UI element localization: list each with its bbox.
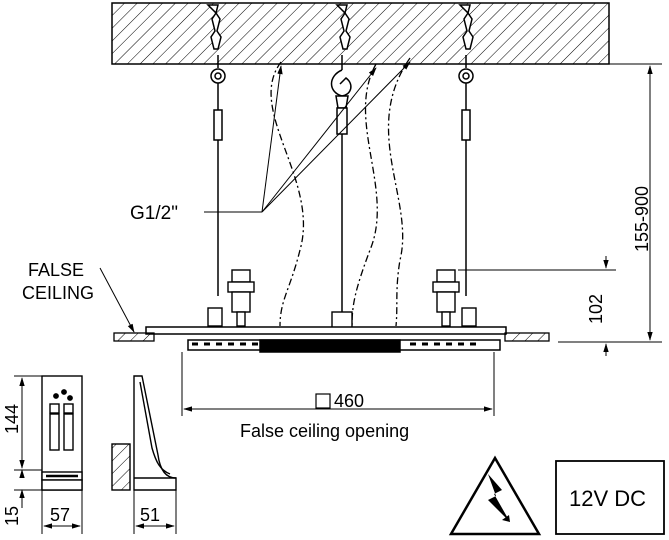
control-panel-side — [111, 375, 177, 491]
control-panel-front — [41, 375, 83, 491]
suspension-range-dimension — [558, 63, 662, 343]
control-width-label: 57 — [50, 505, 70, 525]
control-depth-label: 51 — [140, 505, 160, 525]
suspension-cable-middle — [330, 4, 352, 312]
false-ceiling-label-line2: CEILING — [22, 283, 94, 303]
connection-label: G1/2" — [130, 203, 178, 224]
high-voltage-warning-icon — [448, 455, 542, 536]
opening-size-label: 460 — [334, 391, 364, 411]
false-ceiling-leader — [99, 267, 135, 333]
ceiling-slab — [111, 2, 610, 65]
suspension-cable-left — [206, 4, 226, 296]
suspension-range-label: 155-900 — [632, 186, 652, 252]
voltage-label: 12V DC — [569, 486, 646, 511]
shower-head — [145, 326, 507, 353]
body-height-label: 102 — [586, 294, 606, 324]
control-height-label: 144 — [2, 404, 22, 434]
square-symbol-icon — [315, 393, 331, 409]
false-ceiling-label-line1: FALSE — [28, 260, 84, 280]
body-height-dimension — [458, 256, 616, 356]
flexible-hoses — [270, 57, 411, 327]
valve-right — [432, 269, 477, 327]
connection-leader — [204, 61, 411, 213]
opening-caption: False ceiling opening — [240, 421, 409, 441]
control-dimensions — [14, 375, 177, 534]
false-ceiling — [113, 332, 550, 342]
valve-left — [207, 269, 255, 327]
opening-dimension — [181, 352, 495, 416]
center-connector — [331, 311, 353, 329]
voltage-box — [555, 460, 665, 535]
control-base-label: 15 — [2, 506, 22, 526]
